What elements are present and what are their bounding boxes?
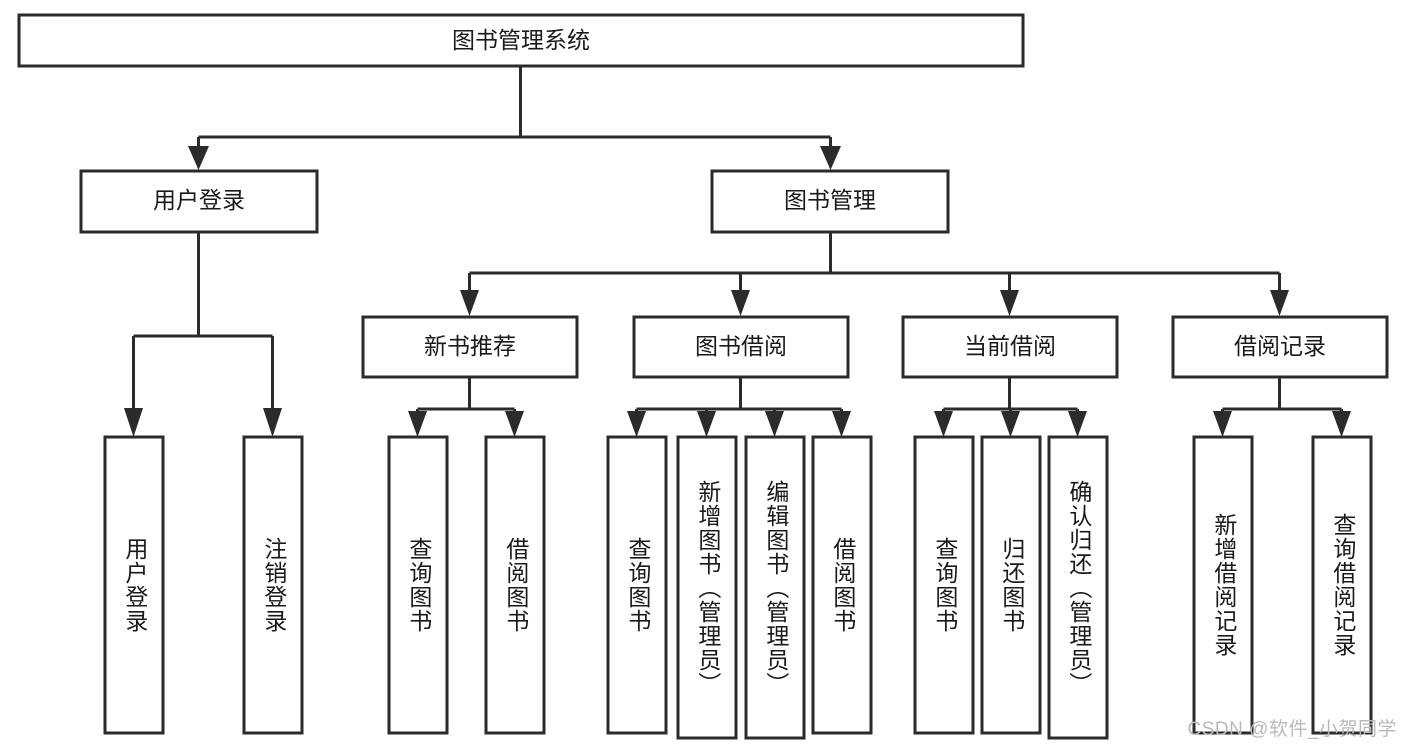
arrowhead-newbook	[460, 290, 479, 316]
leaf-box-cb-return-book[interactable]	[980, 435, 1042, 735]
node-label-group: 图书管理系统 用户登录 图书管理 新书推荐 图书借阅 当前借阅 借阅记录	[153, 27, 1326, 359]
node-book-borrow-box[interactable]	[632, 315, 850, 379]
arrowhead-currentborrow	[1000, 290, 1019, 316]
leaf-box-cb-query-book[interactable]	[913, 435, 975, 735]
arrowhead-leaf-user-login	[124, 408, 143, 437]
leaf-box-logout[interactable]	[242, 435, 304, 735]
node-user-login-box[interactable]	[79, 169, 319, 234]
arrowhead-borrowrecord	[1270, 290, 1289, 316]
node-user-login-label: 用户登录	[153, 187, 245, 213]
node-borrow-record-box[interactable]	[1171, 315, 1389, 379]
leaf-box-bb-add-book[interactable]	[676, 435, 738, 740]
watermark-text: CSDN @软件_小贺同学	[1187, 719, 1397, 740]
arrowhead-cb-leaf2	[1001, 411, 1020, 437]
connector-group	[124, 66, 1351, 437]
node-new-book-recommend-box[interactable]	[361, 315, 579, 379]
arrowhead-bb-leaf2	[697, 411, 716, 437]
leaf-box-nb-query-book[interactable]	[387, 435, 449, 735]
arrowhead-nb-leaf1	[408, 411, 427, 437]
node-new-book-recommend-label: 新书推荐	[424, 333, 516, 359]
node-book-management-box[interactable]	[710, 169, 950, 234]
arrowhead-leaf-logout	[263, 408, 282, 437]
leaf-box-nb-borrow-book[interactable]	[484, 435, 546, 735]
arrowhead-userlogin	[188, 146, 209, 170]
leaf-box-cb-confirm-return[interactable]	[1047, 435, 1109, 740]
node-root-label: 图书管理系统	[452, 27, 590, 53]
arrowhead-cb-leaf3	[1068, 411, 1087, 437]
leaf-box-user-login[interactable]	[103, 435, 165, 735]
leaf-box-bb-borrow-book[interactable]	[811, 435, 873, 735]
arrowhead-nb-leaf2	[505, 411, 524, 437]
leaf-box-bb-query-book[interactable]	[606, 435, 668, 735]
node-current-borrow-label: 当前借阅	[964, 333, 1056, 359]
arrowhead-bb-leaf4	[832, 411, 851, 437]
node-box-group	[17, 13, 1389, 740]
arrowhead-bookmgmt	[820, 146, 841, 170]
arrowhead-bb-leaf3	[765, 411, 784, 437]
node-borrow-record-label: 借阅记录	[1234, 333, 1326, 359]
leaf-box-br-query-record[interactable]	[1311, 435, 1373, 735]
node-current-borrow-box[interactable]	[901, 315, 1119, 379]
arrowhead-bookborrow	[731, 290, 750, 316]
leaf-box-br-add-record[interactable]	[1192, 435, 1254, 735]
arrowhead-br-leaf2	[1332, 411, 1351, 437]
arrowhead-bb-leaf1	[627, 411, 646, 437]
leaf-box-bb-edit-book[interactable]	[744, 435, 806, 740]
arrowhead-cb-leaf1	[934, 411, 953, 437]
node-root-box[interactable]	[17, 13, 1025, 68]
node-book-management-label: 图书管理	[784, 187, 876, 213]
arrowhead-br-leaf1	[1213, 411, 1232, 437]
node-book-borrow-label: 图书借阅	[695, 333, 787, 359]
